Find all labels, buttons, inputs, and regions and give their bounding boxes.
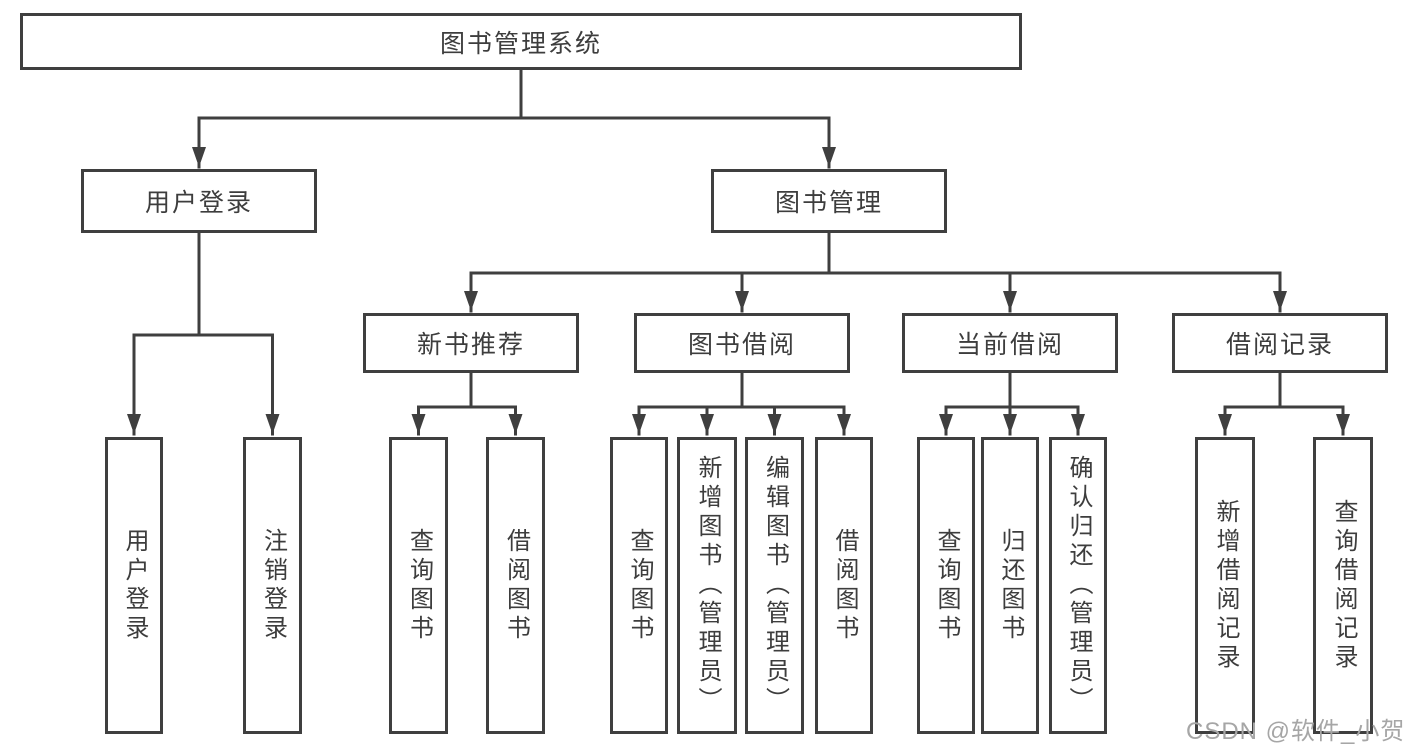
leaf-logout: 注销登录: [243, 437, 302, 734]
leaf-confirm-return-admin: 确认归还（管理员）: [1049, 437, 1107, 734]
leaf-query-books-current: 查询图书: [917, 437, 975, 734]
leaf-add-borrow-record: 新增借阅记录: [1195, 437, 1255, 734]
node-user-login: 用户登录: [81, 169, 317, 233]
node-new-book-recommend: 新书推荐: [363, 313, 579, 373]
leaf-user-login: 用户登录: [105, 437, 163, 734]
node-current-borrow: 当前借阅: [902, 313, 1118, 373]
leaf-return-books: 归还图书: [981, 437, 1039, 734]
leaf-query-books-borrow: 查询图书: [610, 437, 668, 734]
node-book-management: 图书管理: [711, 169, 947, 233]
connector-group: [127, 68, 1350, 436]
node-borrow-records: 借阅记录: [1172, 313, 1388, 373]
leaf-add-books-admin: 新增图书（管理员）: [677, 437, 737, 734]
leaf-borrow-books: 借阅图书: [815, 437, 873, 734]
node-book-borrow: 图书借阅: [634, 313, 850, 373]
node-root: 图书管理系统: [20, 13, 1022, 70]
leaf-query-books-recommend: 查询图书: [389, 437, 448, 734]
csdn-watermark: CSDN @软件_小贺同学: [1186, 718, 1405, 745]
leaf-edit-books-admin: 编辑图书（管理员）: [745, 437, 804, 734]
leaf-query-borrow-record: 查询借阅记录: [1313, 437, 1373, 734]
leaf-borrow-books-recommend: 借阅图书: [486, 437, 545, 734]
